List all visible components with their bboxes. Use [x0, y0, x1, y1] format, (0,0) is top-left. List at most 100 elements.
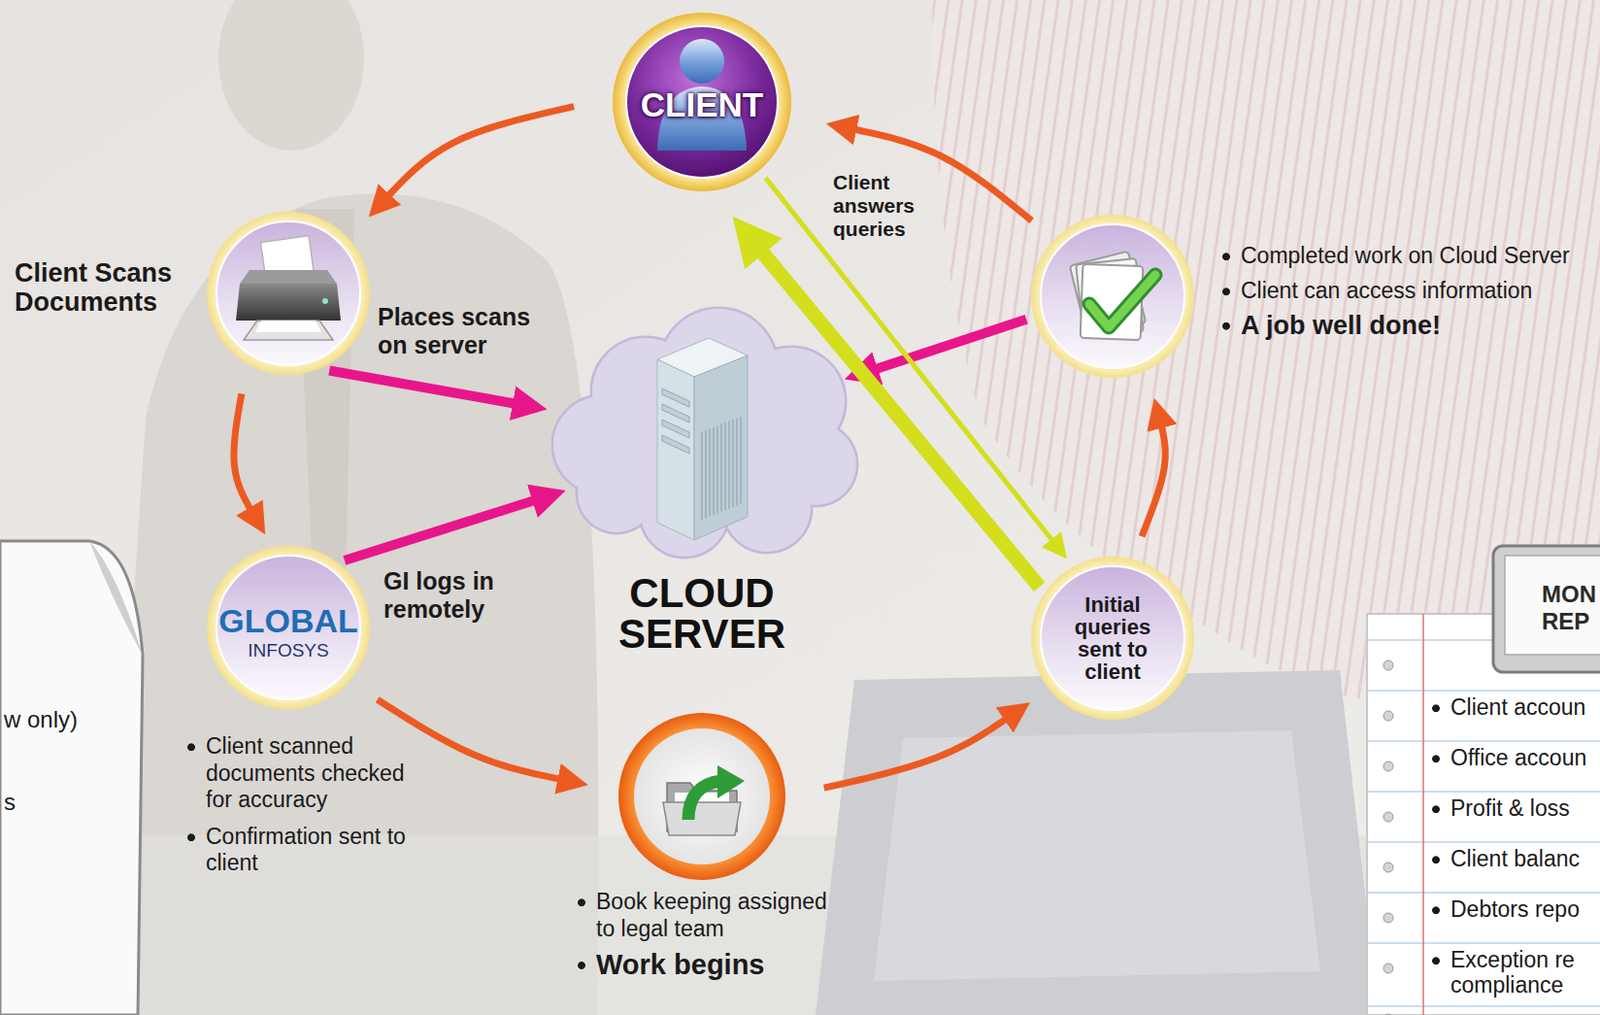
work-step-circle: Book keeping assigned to legal teamWork … — [618, 712, 786, 880]
query-step-circle: Initial queries sent to client — [1031, 556, 1195, 720]
text-slot: Office accoun — [1429, 744, 1597, 770]
vent-line — [704, 430, 707, 518]
edge-label: GI logs in remotely — [383, 566, 510, 624]
text-slot: CLIENT — [612, 86, 792, 125]
bullet-text: Book keeping assigned to legal team — [574, 888, 837, 942]
monthly-reports-notepad: MON REP Client accounOffice accounProfit … — [1366, 545, 1600, 1015]
node-outline — [618, 712, 786, 880]
binder-hole — [1383, 963, 1394, 973]
text-slot: Client can access information — [1219, 277, 1589, 305]
text-slot: Exception re compliance — [1429, 946, 1597, 999]
glow-ring — [206, 545, 370, 709]
edge-label: Client answers queries — [833, 170, 931, 241]
ruled-line — [1366, 739, 1600, 742]
logo-text: GLOBAL — [206, 603, 370, 637]
node-outline — [206, 211, 370, 375]
report-item: Client accoun — [1429, 694, 1597, 720]
server-front — [657, 359, 695, 540]
laptop-faded — [815, 669, 1379, 1015]
keyboard-faded — [873, 730, 1321, 981]
margin-line — [1422, 613, 1425, 1015]
circle-face — [633, 728, 770, 865]
ruled-line — [1366, 689, 1600, 692]
text-slot: s — [3, 788, 131, 817]
notepad-paper — [1366, 613, 1600, 1015]
binder-hole — [1383, 761, 1394, 771]
text-slot: Profit & loss — [1429, 795, 1597, 821]
tab-label: MON REP — [1541, 580, 1600, 634]
ruled-line — [1366, 790, 1600, 793]
drive-bay — [662, 388, 690, 407]
report-item: Debtors repo — [1429, 896, 1597, 922]
tab-label-area — [1504, 555, 1600, 655]
flow-arrow — [233, 393, 255, 516]
ruled-line — [1366, 840, 1600, 843]
flow-arrow — [867, 319, 1027, 372]
flow-arrow — [383, 106, 574, 201]
report-item: Client balanc — [1429, 845, 1597, 871]
check-mark — [1089, 274, 1156, 328]
orange-ring — [618, 712, 786, 880]
circle-face — [216, 221, 361, 366]
text-slot: Debtors repo — [1429, 896, 1597, 922]
vent-line — [728, 421, 731, 509]
check-mark-outline — [1089, 274, 1156, 328]
report-item: Profit & loss — [1429, 795, 1597, 821]
drive-bay — [662, 419, 690, 438]
vent-line — [739, 416, 742, 504]
node-label: CLOUD SERVER — [585, 572, 819, 655]
ruled-line — [1366, 941, 1600, 944]
drive-bay — [662, 403, 690, 423]
text-slot: Client Scans Documents — [14, 258, 209, 317]
printer-top — [239, 269, 337, 284]
printer-button — [322, 298, 329, 304]
flow-arrow — [1141, 418, 1166, 536]
panel-text: s — [3, 788, 131, 817]
server-side — [694, 355, 748, 540]
binder-hole — [1383, 811, 1394, 822]
text-slot: Client scanned documents checked for acc… — [184, 733, 413, 814]
binder-hole — [1383, 660, 1394, 670]
panel-curl — [89, 540, 143, 656]
node-label: CLIENT — [612, 86, 792, 125]
cloud-server: CLOUD SERVER — [548, 308, 856, 644]
bullet-text: A job well done! — [1219, 309, 1589, 341]
folder-front — [663, 801, 741, 835]
bullet-text: Work begins — [574, 947, 837, 982]
logo-subtext: INFOSYS — [206, 640, 370, 660]
cloud-fill — [553, 308, 857, 557]
text-slot: Confirmation sent to client — [184, 823, 413, 877]
binder-hole — [1383, 1013, 1394, 1015]
text-slot: Initial queries sent to client — [1059, 593, 1167, 683]
bullet-text: Completed work on Cloud Server — [1219, 242, 1589, 270]
text-slot: Completed work on Cloud Server — [1219, 242, 1589, 270]
edge-label-slot: Places scans on server — [377, 302, 548, 360]
vent-line — [712, 427, 715, 515]
green-arrow — [688, 780, 722, 820]
text-slot: w only) — [3, 705, 131, 734]
side-note-panel: w only) s — [0, 540, 143, 1015]
gold-ring — [612, 12, 792, 192]
circle-face — [1040, 224, 1185, 368]
node-outline — [0, 540, 143, 1015]
text-slot: A job well done! — [1219, 309, 1589, 341]
flow-arrow — [329, 369, 523, 405]
glow-ring — [206, 211, 370, 375]
vent-line — [720, 424, 723, 512]
text-slot: GLOBAL — [206, 603, 370, 637]
circle-face — [1040, 566, 1185, 710]
edge-label-slot: GI logs in remotely — [383, 566, 510, 624]
bullet-text: Client can access information — [1219, 277, 1589, 305]
scan-step-circle: Client Scans Documents — [206, 211, 370, 375]
cloud-outline — [553, 308, 857, 557]
node-outline — [1031, 214, 1195, 378]
text-slot: INFOSYS — [206, 640, 370, 660]
vent-line — [716, 425, 719, 513]
binder-hole — [1383, 710, 1394, 721]
green-arrow-head — [717, 765, 745, 799]
panel-text: w only) — [3, 705, 131, 734]
flow-arrow — [344, 498, 543, 561]
text-slot: Book keeping assigned to legal team — [574, 888, 837, 942]
vent-line — [708, 429, 711, 517]
